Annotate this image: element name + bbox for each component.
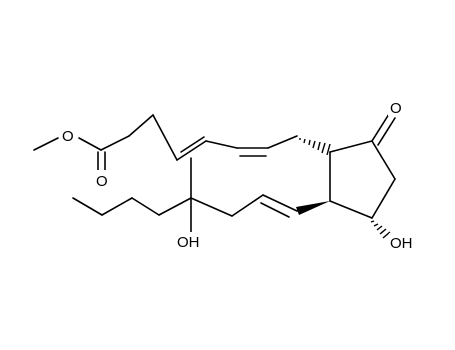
bond-c7-c8 — [267, 135, 298, 149]
ring-bond-a — [329, 140, 373, 153]
bond-c2-c3 — [128, 114, 154, 137]
svg-text:O: O — [96, 173, 108, 190]
svg-text:O: O — [390, 100, 402, 117]
svg-text:OH: OH — [177, 234, 200, 251]
bond-methyl-o — [33, 137, 59, 151]
bond-c5-c6 — [205, 140, 238, 149]
bond-c16-c17 — [158, 197, 192, 216]
ketone-double-b — [377, 117, 396, 146]
ketone-double-a — [371, 113, 390, 142]
svg-text:OH: OH — [390, 235, 413, 252]
bond-c15-c16 — [190, 197, 233, 217]
bond-c13-c14 — [262, 194, 298, 212]
bond-c3-c4 — [152, 114, 178, 161]
bond-c8-ring-hashed — [299, 138, 331, 156]
ring-bond-b — [371, 140, 396, 180]
bond-c12-c13-wedge — [296, 201, 330, 215]
bond-c19-c20 — [72, 197, 103, 216]
atom-ester-o-single: O — [60, 126, 74, 145]
atom-ester-o-double: O — [95, 170, 109, 190]
ring-bond-c — [371, 178, 396, 219]
atom-ring-oh: OH — [389, 233, 417, 252]
bond-c11-oh-hashed — [370, 220, 391, 239]
ring-bond-d — [329, 200, 373, 219]
atom-ketone-o: O — [388, 98, 402, 117]
bond-c18-c19 — [101, 197, 133, 216]
bond-c1-c2 — [100, 135, 130, 151]
bond-o-carbonyl — [78, 137, 102, 151]
bond-c4-c5 — [176, 140, 207, 161]
svg-text:O: O — [62, 128, 74, 145]
bond-c4-c5-inner — [180, 136, 205, 153]
atom-chain-oh: OH — [175, 232, 203, 251]
bond-c13-c14-inner — [260, 202, 290, 218]
bond-c14-c15 — [231, 194, 264, 217]
bond-c17-c18 — [131, 197, 160, 216]
